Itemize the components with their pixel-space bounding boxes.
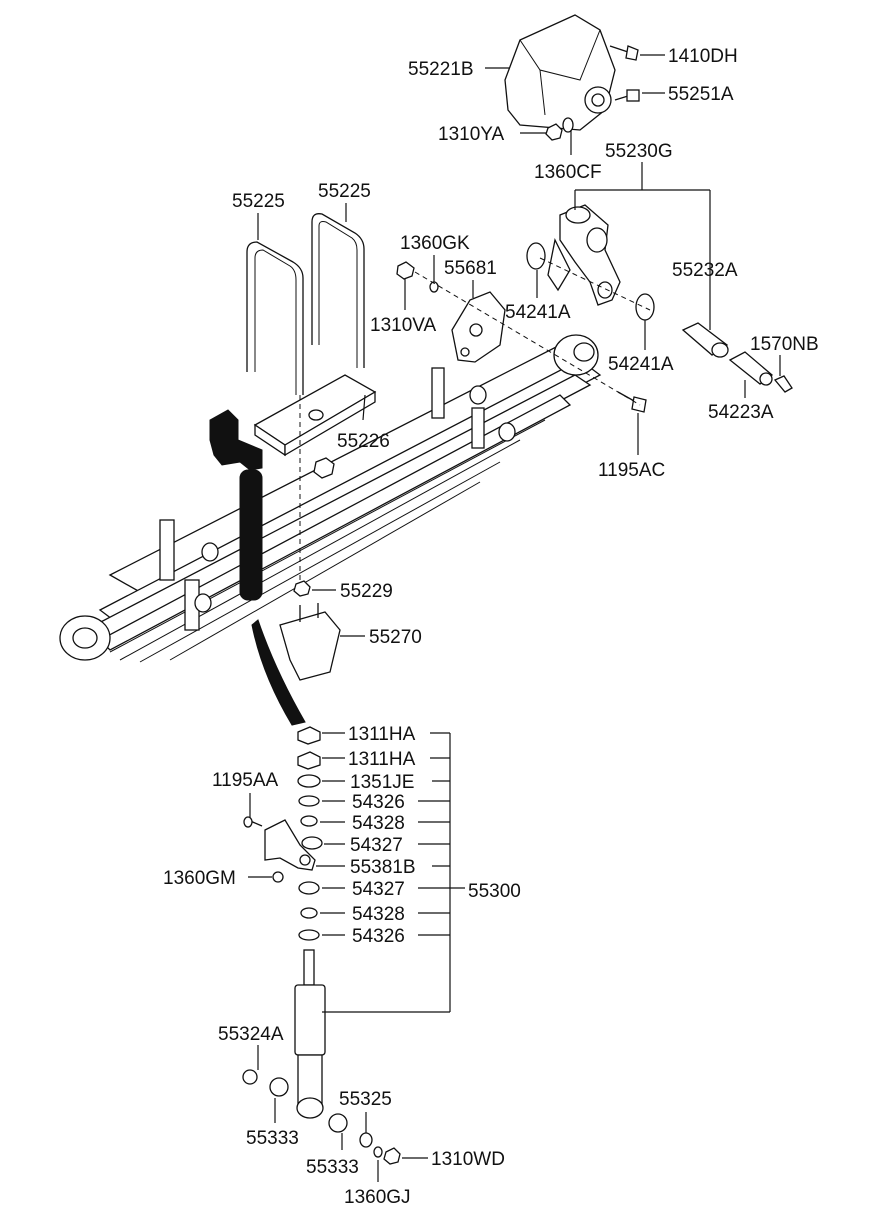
bolt-1410DH — [609, 45, 639, 61]
label-1310WD: 1310WD — [431, 1149, 505, 1170]
label-54327-1: 54327 — [350, 835, 403, 856]
label-55333-right: 55333 — [306, 1157, 359, 1178]
bracket-55681 — [451, 291, 506, 363]
leaf-spring — [59, 334, 602, 663]
label-54328-2: 54328 — [352, 904, 405, 925]
label-54328-1: 54328 — [352, 813, 405, 834]
label-1360GK: 1360GK — [400, 233, 470, 254]
sleeve-55232A — [681, 322, 729, 358]
label-55251A: 55251A — [668, 84, 734, 105]
pin-54223A — [728, 351, 793, 393]
label-1360GJ: 1360GJ — [344, 1187, 411, 1208]
label-1360GM: 1360GM — [163, 868, 236, 889]
bushing-55333-left — [269, 1077, 289, 1097]
label-55381B: 55381B — [350, 857, 416, 878]
bumper-55270 — [279, 603, 341, 681]
part-labels: 55221B 1410DH 55251A 1310YA 1360CF 55230… — [163, 46, 819, 1208]
label-55300: 55300 — [468, 881, 521, 902]
shock-absorber-upper — [209, 409, 306, 726]
shock-kit-parts — [297, 726, 323, 941]
u-bolt-right — [311, 213, 365, 368]
bushing-55333-right — [328, 1113, 348, 1133]
label-54241A-lower: 54241A — [608, 354, 674, 375]
bolt-55251A — [614, 89, 640, 102]
washer-55325 — [359, 1132, 373, 1148]
washer-55324A — [242, 1069, 258, 1085]
bracket-55381B — [264, 819, 316, 871]
label-1351JE: 1351JE — [350, 772, 414, 793]
washer-1360CF — [562, 117, 574, 133]
label-1310YA: 1310YA — [438, 124, 505, 145]
label-55270: 55270 — [369, 627, 422, 648]
label-1311HA-1: 1311HA — [348, 724, 416, 745]
nut-1310VA — [396, 261, 415, 280]
label-55324A: 55324A — [218, 1024, 284, 1045]
bolt-1195AC — [617, 391, 647, 413]
bolt-1195AA — [243, 816, 263, 828]
washer-1360GJ — [373, 1146, 383, 1158]
washer-1360GM — [272, 871, 284, 883]
u-bolt-left — [246, 241, 304, 395]
label-1311HA-2: 1311HA — [348, 749, 416, 770]
label-55226: 55226 — [337, 431, 390, 452]
label-54223A: 54223A — [708, 402, 774, 423]
label-55325: 55325 — [339, 1089, 392, 1110]
bushing-54241A-lower — [635, 293, 655, 321]
shock-absorber-lower — [294, 949, 326, 1119]
label-55229: 55229 — [340, 581, 393, 602]
label-1310VA: 1310VA — [370, 315, 437, 336]
nut-1310YA — [545, 123, 563, 141]
label-54241A-upper: 54241A — [505, 302, 571, 323]
label-55225-left: 55225 — [232, 191, 285, 212]
label-55230G: 55230G — [605, 141, 673, 162]
label-1195AC: 1195AC — [598, 460, 665, 481]
label-54327-2: 54327 — [352, 879, 405, 900]
shackle-55230G — [547, 204, 621, 306]
label-1360CF: 1360CF — [534, 162, 602, 183]
nut-55229 — [293, 580, 311, 597]
shackle-bracket — [504, 14, 616, 131]
label-1570NB: 1570NB — [750, 334, 819, 355]
label-54326-1: 54326 — [352, 792, 405, 813]
label-1195AA: 1195AA — [212, 770, 279, 791]
bushing-54241A-upper — [526, 242, 546, 270]
label-55681: 55681 — [444, 258, 497, 279]
label-55333-left: 55333 — [246, 1128, 299, 1149]
label-1410DH: 1410DH — [668, 46, 738, 67]
u-bolt-plate — [253, 374, 377, 457]
label-54326-2: 54326 — [352, 926, 405, 947]
label-55232A: 55232A — [672, 260, 738, 281]
nut-1310WD — [383, 1147, 401, 1165]
label-55225-right: 55225 — [318, 181, 371, 202]
leader-lines — [248, 54, 781, 1182]
label-55221B: 55221B — [408, 59, 474, 80]
